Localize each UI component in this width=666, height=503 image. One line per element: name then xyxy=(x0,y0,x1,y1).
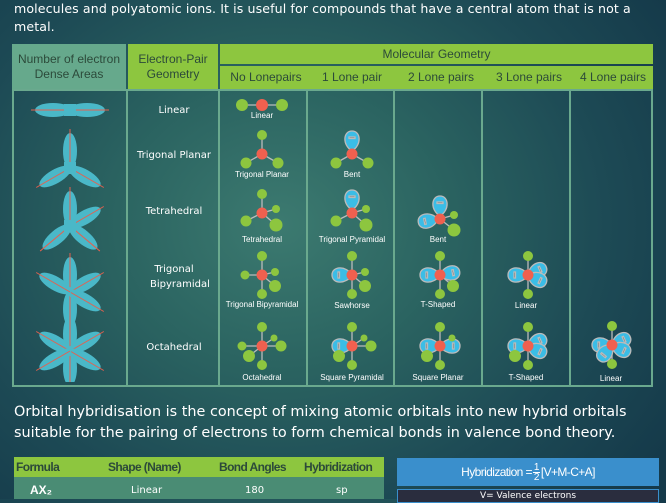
divider xyxy=(393,89,395,387)
shape-label: Linear xyxy=(514,301,538,310)
divider xyxy=(218,89,220,387)
shape-label: Bent xyxy=(343,170,361,179)
table-row: AX₂ Linear 180 sp xyxy=(14,477,384,499)
trigonal-planar-molecule-icon xyxy=(240,130,284,169)
col-formula: Formula xyxy=(16,460,60,474)
hybrid-table-header: Formula Shape (Name) Bond Angles Hybridi… xyxy=(14,457,384,477)
shape-label: Sawhorse xyxy=(334,301,370,310)
header-no-lonepairs: No Lonepairs xyxy=(230,70,302,84)
tetrahedral-orbital-icon xyxy=(35,186,108,257)
shape-label: Bent xyxy=(429,235,447,244)
trigonal-pyramidal-molecule-icon xyxy=(330,189,373,232)
linear-orbital-icon xyxy=(30,102,110,118)
linear-4lp-molecule-icon xyxy=(591,321,634,369)
shape-label: Tetrahedral xyxy=(241,235,283,244)
header-molecular-geometry: Molecular Geometry xyxy=(220,44,653,64)
bent-molecule-icon xyxy=(330,130,374,169)
square-pyramidal-molecule-icon xyxy=(331,322,377,370)
shape-label: Linear xyxy=(599,374,623,383)
shape-label: T-Shaped xyxy=(420,300,456,309)
header-electron-pair-geometry: Electron-Pair Geometry xyxy=(128,44,218,89)
hybridisation-paragraph: Orbital hybridisation is the concept of … xyxy=(14,404,627,441)
cell-hybridization: sp xyxy=(336,485,348,496)
shape-label: Square Pyramidal xyxy=(320,373,384,382)
geometry-grid xyxy=(12,89,653,387)
shape-label: Octahedral xyxy=(242,373,282,382)
intro-paragraph: molecules and polyatomic ions. It is use… xyxy=(14,1,631,34)
bent-molecule-icon xyxy=(416,195,461,237)
sawhorse-molecule-icon xyxy=(331,251,371,299)
electron-orbital-diagrams xyxy=(30,102,110,382)
shape-label: Trigonal Pyramidal xyxy=(318,235,386,244)
shape-label: Trigonal Planar xyxy=(235,170,289,179)
cell-angle: 180 xyxy=(245,485,265,496)
cell-shape: Linear xyxy=(131,485,163,496)
header-dense-areas: Number of electron Dense Areas xyxy=(12,44,126,89)
col-hybridization: Hybridization xyxy=(304,460,373,474)
header-1-lone-pair: 1 Lone pair xyxy=(321,70,383,84)
electron-geometry-trigonal-planar: Trigonal Planar xyxy=(137,150,211,161)
trigonal-planar-orbital-icon xyxy=(32,128,108,195)
cell-formula: AX₂ xyxy=(30,483,53,497)
linear-3lp-molecule-icon xyxy=(507,251,550,299)
shape-label: T-Shaped xyxy=(508,373,544,382)
col-bond-angles: Bond Angles xyxy=(219,460,287,474)
octahedral-molecule-icon xyxy=(237,322,287,370)
linear-molecule-icon xyxy=(236,99,288,111)
shape-label: Linear xyxy=(250,111,274,120)
molecule-diagrams xyxy=(236,99,634,370)
shape-label: Square Planar xyxy=(412,373,464,382)
t-shaped-molecule-icon xyxy=(419,251,462,299)
formula-rhs: [V+M-C+A] xyxy=(540,465,596,479)
tetrahedral-molecule-icon xyxy=(240,189,283,232)
formula-legend: V= Valence electrons xyxy=(397,489,659,503)
octahedral-orbital-icon xyxy=(32,311,108,382)
divider xyxy=(481,89,483,387)
t-shaped-3lp-molecule-icon xyxy=(507,322,550,370)
divider xyxy=(569,89,571,387)
header-lone-pairs-row: No Lonepairs 1 Lone pair 2 Lone pairs 3 … xyxy=(220,66,653,89)
divider xyxy=(126,89,128,387)
header-3-lone-pairs: 3 Lone pairs xyxy=(495,70,563,84)
header-4-lone-pairs: 4 Lone pairs xyxy=(579,70,647,84)
electron-geometry-trigonal-bipyramidal: Trigonal Bipyramidal xyxy=(150,264,210,290)
electron-geometry-tetrahedral: Tetrahedral xyxy=(145,206,203,217)
col-shape: Shape (Name) xyxy=(108,460,181,474)
shape-label: Trigonal Bipyramidal xyxy=(225,300,299,309)
electron-geometry-linear: Linear xyxy=(158,105,190,116)
electron-geometry-octahedral: Octahedral xyxy=(146,342,202,353)
formula-lhs: Hybridization = xyxy=(461,465,532,479)
square-planar-molecule-icon xyxy=(419,322,461,370)
trigonal-bipyramidal-molecule-icon xyxy=(240,251,281,299)
header-2-lone-pairs: 2 Lone pairs xyxy=(407,70,475,84)
divider xyxy=(306,89,308,387)
